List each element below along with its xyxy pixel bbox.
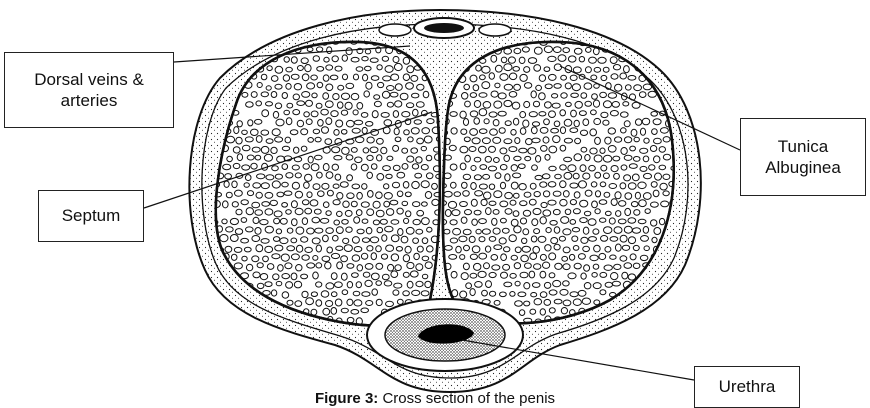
sinusoid-cell	[236, 318, 242, 325]
sinusoid-cell	[226, 49, 233, 55]
sinusoid-cell	[223, 308, 231, 314]
sinusoid-cell	[232, 38, 238, 45]
sinusoid-cell	[664, 318, 672, 324]
sinusoid-cell	[216, 316, 224, 323]
sinusoid-cell	[212, 292, 218, 298]
sinusoid-cell	[211, 310, 218, 315]
sinusoid-cell	[670, 57, 677, 62]
sinusoid-cell	[675, 49, 681, 54]
figure-caption: Figure 3: Cross section of the penis	[0, 390, 870, 408]
sinusoid-cell	[242, 38, 249, 43]
figure-caption-text: Cross section of the penis	[378, 390, 555, 407]
sinusoid-cell	[661, 56, 668, 61]
sinusoid-cell	[629, 327, 637, 333]
sinusoid-cell	[645, 47, 651, 54]
sinusoid-cell	[671, 39, 678, 44]
sinusoid-cell	[675, 317, 682, 324]
sinusoid-cell	[260, 37, 268, 44]
sinusoid-cell	[652, 46, 660, 53]
sinusoid-cell	[673, 67, 680, 74]
sinusoid-cell	[640, 325, 648, 331]
sinusoid-cell	[217, 66, 225, 72]
sinusoid-cell	[240, 328, 248, 334]
sinusoid-cell	[670, 291, 676, 297]
sinusoid-cell	[217, 47, 222, 54]
label-tunica-albuginea: Tunica Albuginea	[740, 118, 866, 196]
sinusoid-cell	[211, 327, 217, 333]
sinusoid-cell	[669, 307, 675, 314]
sinusoid-cell	[227, 319, 233, 325]
sinusoid-cell	[642, 38, 647, 45]
sinusoid-cell	[675, 300, 681, 306]
sinusoid-cell	[252, 38, 259, 44]
sinusoid-cell	[654, 318, 659, 323]
sinusoid-cell	[671, 326, 677, 332]
sinusoid-cell	[660, 310, 667, 315]
label-septum: Septum	[38, 190, 144, 242]
sinusoid-cell	[629, 39, 636, 44]
sinusoid-cell	[658, 40, 666, 45]
sinusoid-cell	[649, 310, 655, 315]
sinusoid-cell	[222, 38, 227, 45]
sinusoid-cell	[234, 49, 242, 54]
sinusoid-cell	[664, 66, 671, 73]
sinusoid-cell	[244, 46, 251, 52]
sinusoid-cell	[664, 301, 671, 307]
sinusoid-cell	[221, 328, 227, 333]
sinusoid-cell	[619, 328, 625, 333]
sinusoid-cell	[661, 325, 667, 332]
sinusoid-cell	[645, 318, 653, 324]
figure-number: Figure 3:	[315, 390, 378, 407]
label-dorsal-veins-arteries: Dorsal veins & arteries	[4, 52, 174, 128]
sinusoid-cell	[212, 39, 218, 44]
sinusoid-cell	[215, 300, 221, 306]
sinusoid-cell	[260, 328, 268, 334]
sinusoid-cell	[651, 40, 656, 44]
sinusoid-cell	[663, 48, 669, 53]
sinusoid-cell	[253, 327, 261, 334]
corpus-spongiosum	[367, 299, 523, 371]
